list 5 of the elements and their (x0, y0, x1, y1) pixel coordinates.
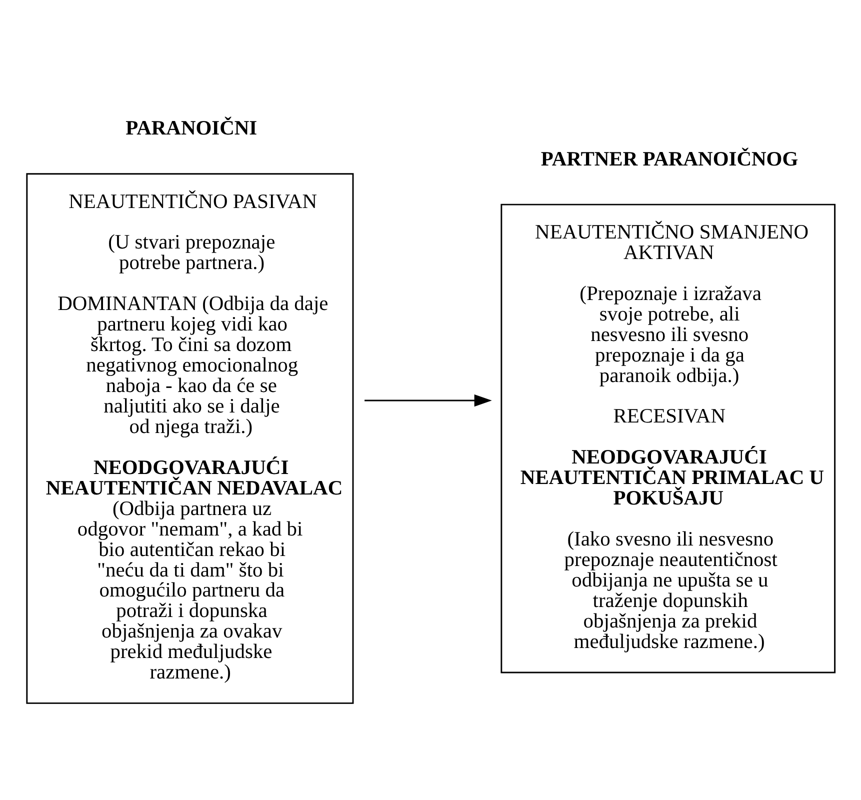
node-box: NEAUTENTIČNO SMANJENO AKTIVAN (Prepoznaje i izražava svoje potrebe, ali nesvesno ili svesno prepoznaje i da ga paranoik odbija.) RECESIVAN NEODGOVARAJUĆI NEAUTENTIČAN PRIMALAC U POKUŠAJU (Iako svesno ili nesvesno prepoznaje neautentičnost odbijanja ne upušta se u traženje dopunskih objašnjenja za prekid međuljudske razmene.) (500, 203, 836, 673)
arrow (364, 394, 492, 406)
node-label: PARANOIČNI (126, 117, 258, 140)
node-box: NEAUTENTIČNO PASIVAN (U stvari prepoznaje potrebe partnera.) DOMINANTAN (Odbija da daje partneru kojeg vidi kao škrtog. To čini sa dozom negativnog emocionalnog naboja - kao da će se naljutiti ako se i dalje od njega traži.) NEODGOVARAJUĆI NEAUTENTIČAN NEDAVALAC (Odbija partnera uz odgovor "nemam", a kad bi bio autentičan rekao bi "neću da ti dam" što bi omogućilo partneru da potraži i dopunska objašnjenja za ovakav prekid međuljudske razmene.) (26, 172, 354, 704)
node-label: PARTNER PARANOIČNOG (540, 148, 798, 170)
